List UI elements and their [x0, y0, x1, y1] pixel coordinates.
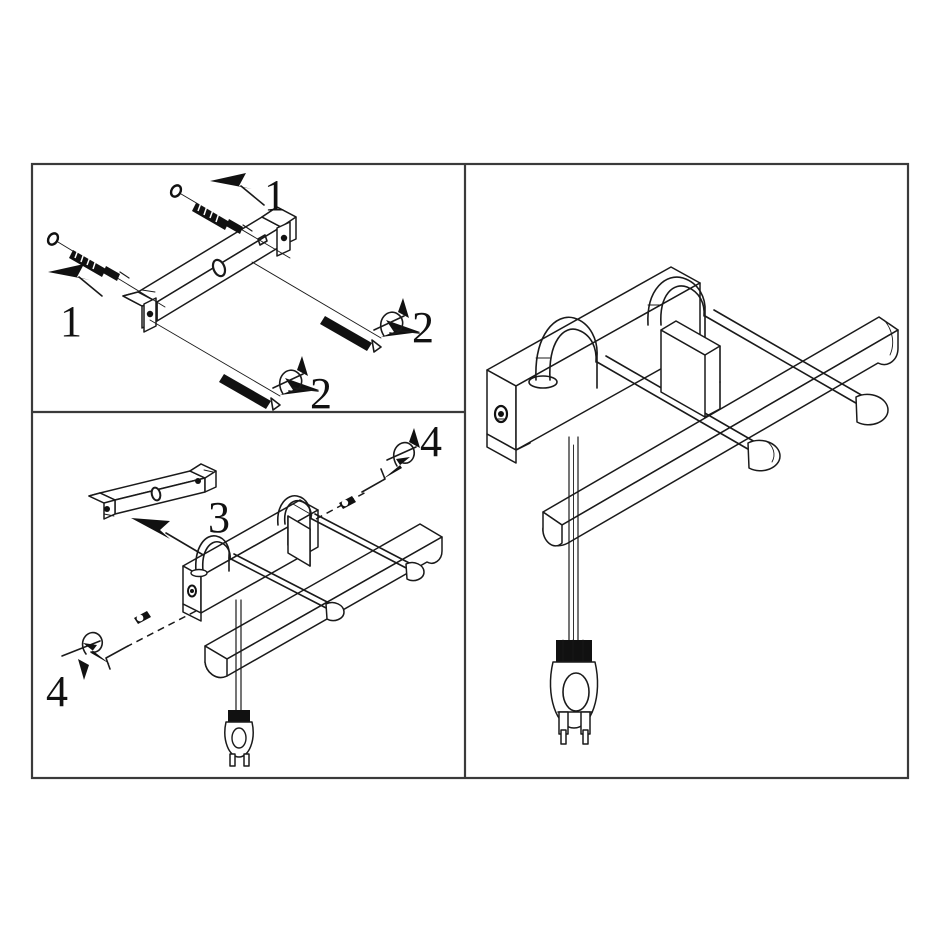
- housing-channel: [486, 266, 701, 464]
- arm-pivot-far-small: [405, 561, 425, 582]
- plug-pin-left-tip: [560, 729, 567, 745]
- screw-head-upper: [169, 184, 183, 198]
- support-arm-far-small: [277, 495, 425, 582]
- detached-tab-right-top: [189, 463, 217, 479]
- anchor-collar-upper: [226, 219, 243, 234]
- support-arm-near-small: [190, 535, 345, 622]
- lamp-tube-seam-small: [419, 523, 443, 538]
- euro-plug-small: [224, 710, 254, 767]
- callout-label-3: 3: [208, 493, 230, 542]
- screw-shaft-lower: [219, 374, 271, 409]
- arrow-step1-left: [48, 264, 103, 297]
- screw-head-left: [46, 232, 60, 246]
- plug-collar: [556, 640, 592, 662]
- setscrew-axis-lower: [127, 610, 197, 647]
- lamp-tube-endcap-left: [542, 511, 563, 547]
- fastener-set-left: [46, 232, 166, 308]
- plug-pin-right-tip: [582, 729, 589, 745]
- set-screw-lower: [134, 611, 151, 624]
- hex-key-lower: 4: [46, 610, 197, 716]
- screw-tip-right: [371, 339, 382, 353]
- housing-flange-edge: [515, 442, 531, 451]
- bracket-small-slot: [257, 234, 268, 246]
- euro-plug: [549, 639, 599, 745]
- frame-border: [30, 162, 910, 780]
- arm-pivot-near-curve: [765, 440, 775, 463]
- arm-base-near-small: [190, 568, 208, 578]
- panel-step-1-2: 1 1 2 2: [46, 171, 434, 418]
- rotation-symbol-step4-upper: [383, 428, 420, 479]
- plug-pin-right-small: [243, 753, 250, 767]
- arm-connector-plate: [660, 320, 721, 418]
- power-cord-small: [235, 599, 242, 713]
- arm-plate-small: [287, 515, 311, 567]
- housing-screw-dot: [498, 411, 504, 417]
- lamp-tube: [542, 316, 899, 547]
- plug-pin-left-small: [229, 753, 236, 767]
- panel-frame: [30, 162, 910, 780]
- callout-label-2-right: 2: [412, 303, 434, 352]
- wall-anchor-upper: [192, 202, 253, 234]
- lamp-tube-endcap-right-curve: [883, 319, 894, 356]
- wall-bracket-detached: [88, 463, 217, 520]
- plug-inner-small: [231, 727, 247, 749]
- wall-anchor-left: [69, 249, 130, 281]
- bracket-tab-left-notch: [141, 289, 156, 293]
- detached-bracket-slot: [150, 486, 162, 502]
- set-screw-upper: [339, 496, 356, 509]
- screw-tip-lower: [270, 397, 281, 411]
- bracket-slot-hole: [211, 258, 227, 278]
- anchor-collar-left: [103, 266, 120, 281]
- arm-base-near: [528, 375, 558, 389]
- screw-axis-lower: [149, 319, 281, 397]
- arrow-step3: [131, 518, 206, 557]
- panel-assembled: [486, 266, 899, 745]
- bracket-tab-right-hole: [280, 234, 288, 242]
- detached-tab-left-top: [88, 492, 116, 504]
- fastener-screw-lower: [149, 319, 319, 411]
- callout-label-2-lower: 2: [310, 369, 332, 418]
- connector-plate-right-face: [704, 381, 721, 418]
- detached-tab-right-hole: [195, 478, 201, 484]
- anchor-tip-upper: [242, 224, 253, 232]
- screw-axis-right: [251, 261, 382, 339]
- callout-label-1-right: 1: [264, 171, 286, 220]
- callout-label-4-upper: 4: [420, 417, 442, 466]
- fastener-screw-right: [251, 261, 420, 353]
- detached-tab-left-notch: [103, 513, 115, 517]
- detached-tab-left-hole: [104, 506, 110, 512]
- arm-pivot-far: [855, 393, 889, 426]
- hex-key-shape-upper: [361, 468, 386, 493]
- hex-key-upper: 4: [315, 417, 442, 520]
- arrow-step1-upper: [210, 173, 265, 206]
- detached-tab-right-notch: [203, 469, 214, 473]
- support-arm-far: [647, 276, 889, 426]
- anchor-tip-left: [119, 271, 130, 279]
- screw-shaft-right: [320, 316, 372, 351]
- panel-step-3-4: 3: [46, 417, 443, 767]
- hex-key-shape-lower: [105, 645, 129, 670]
- bracket-tab-right-top: [261, 206, 297, 228]
- lamp-tube-endcap-small: [204, 645, 228, 679]
- support-arm-near: [528, 316, 781, 472]
- housing-bottom-flange: [486, 433, 517, 464]
- power-cord: [568, 436, 579, 645]
- callout-label-4-lower: 4: [46, 667, 68, 716]
- arm-plate-cap-small: [292, 503, 313, 516]
- fastener-set-upper: [169, 173, 291, 259]
- rotation-symbol-step2-lower: [272, 356, 308, 395]
- housing-screw-dot-small: [190, 589, 194, 593]
- bracket-tab-left-hole: [146, 310, 154, 318]
- lamp-assembly-small: [182, 495, 443, 767]
- rotation-symbol-step4-lower: [61, 631, 110, 680]
- arm-pivot-near-small: [325, 601, 345, 622]
- arm-pivot-near: [747, 439, 781, 472]
- plug-body-inner: [562, 672, 590, 712]
- lamp-tube-endcap-right-seam: [878, 316, 899, 331]
- callout-label-1-left: 1: [60, 297, 82, 346]
- rotation-symbol-step2-right: [373, 298, 409, 337]
